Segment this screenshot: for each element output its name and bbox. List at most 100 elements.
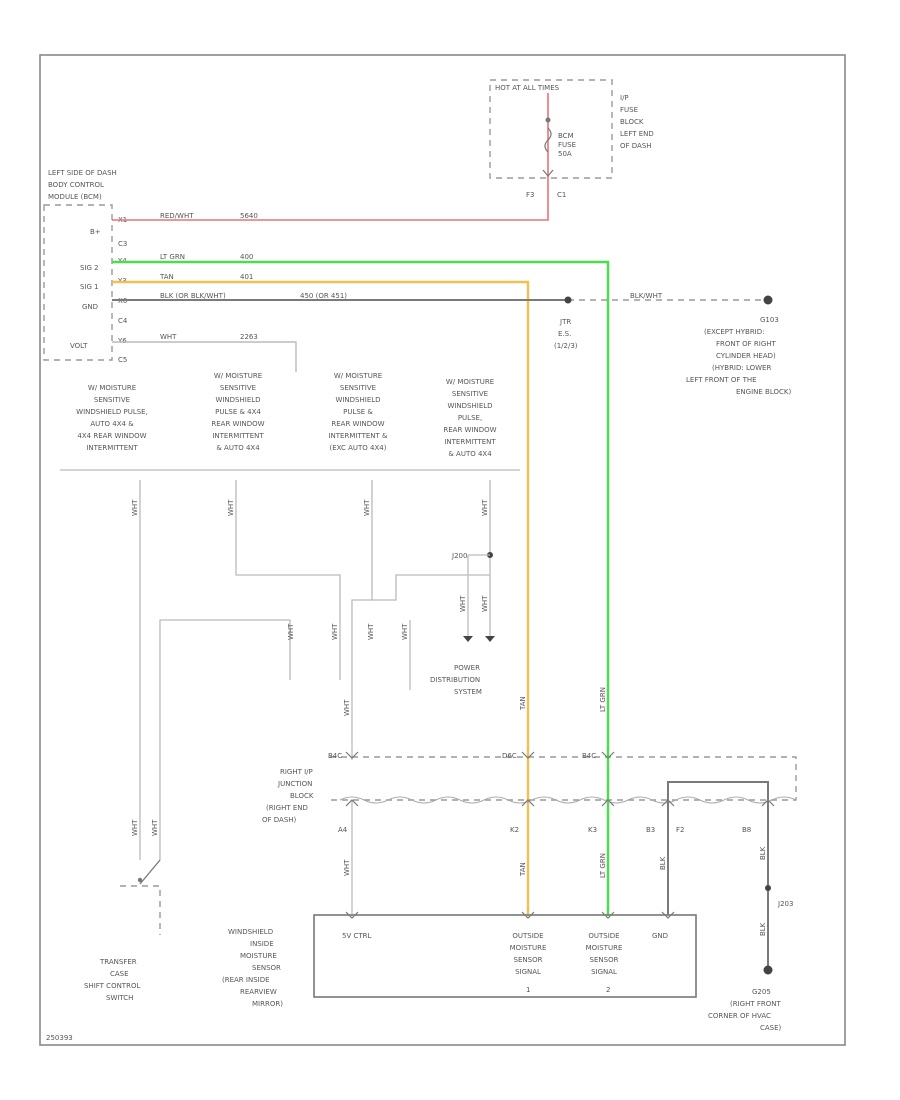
jb-bot-pin-k2: K2	[510, 826, 519, 834]
wire-wht-color: WHT	[160, 333, 177, 341]
g103-6: LEFT FRONT OF THE	[686, 376, 757, 384]
wire-red-circuit: 5640	[240, 212, 258, 220]
vlbl-wht-4: WHT	[481, 499, 489, 516]
bcm-loc-1: LEFT SIDE OF DASH	[48, 169, 117, 177]
fuse-icon	[544, 127, 552, 153]
vlbl-wht-2: WHT	[227, 499, 235, 516]
wire-green-circuit: 400	[240, 253, 253, 261]
g205-2: (RIGHT FRONT	[730, 1000, 781, 1008]
g205-4: CASE)	[760, 1024, 782, 1032]
jb-bot-pin-f2: F2	[676, 826, 684, 834]
vlbl-wht-12: WHT	[131, 819, 139, 836]
vertical-wire-labels: WHT WHT WHT WHT WHT WHT WHT WHT WHT WHT …	[131, 499, 767, 936]
sensor-label-5: (REAR INSIDE	[222, 976, 270, 984]
vlbl-wht-8: WHT	[331, 623, 339, 640]
fuse-block-loc-2: FUSE	[620, 106, 638, 114]
sensor-pin-b-4: SIGNAL	[591, 968, 617, 976]
g103-7: ENGINE BLOCK)	[736, 388, 791, 396]
jb-label-1: RIGHT I/P	[280, 768, 313, 776]
sensor-pin-b-1: OUTSIDE	[588, 932, 619, 940]
fuse-pin-f: F3	[526, 191, 534, 199]
sensor-pin-num-2: 2	[606, 986, 610, 994]
jb-top-pin-2: D6C	[502, 752, 517, 760]
option-4: W/ MOISTURE SENSITIVE WINDSHIELD PULSE, …	[443, 378, 496, 458]
opt3-l4: PULSE &	[343, 408, 373, 416]
wire-blk-circuit: 450 (OR 451)	[300, 292, 347, 300]
opt4-l4: PULSE,	[458, 414, 482, 422]
transfer-4: SWITCH	[106, 994, 133, 1002]
vlbl-blk-3: BLK	[759, 922, 767, 936]
jtr-label-3: (1/2/3)	[554, 342, 578, 350]
bcm-loc-2: BODY CONTROL	[48, 181, 104, 189]
sensor-conn-2-icon	[521, 911, 535, 919]
pds-terminal-1-icon	[463, 636, 473, 642]
sensor-pin-gnd: GND	[652, 932, 668, 940]
opt3-l3: WINDSHIELD	[335, 396, 380, 404]
opt2-l5: REAR WINDOW	[211, 420, 264, 428]
opt1-l1: W/ MOISTURE	[88, 384, 136, 392]
sensor-pin-a-3: SENSOR	[514, 956, 543, 964]
vlbl-wht-9: WHT	[367, 623, 375, 640]
jb-bot-pin-a4: A4	[338, 826, 348, 834]
wire-wht-volt	[112, 341, 297, 372]
vlbl-wht-14: WHT	[343, 859, 351, 876]
g103-1: G103	[760, 316, 779, 324]
sensor-label-4: SENSOR	[252, 964, 281, 972]
bcm-pin-y6: Y6	[117, 337, 127, 345]
fuse-block-loc-3: BLOCK	[620, 118, 644, 126]
fuse-block-loc-4: LEFT END	[620, 130, 654, 138]
vlbl-grn-2: LT GRN	[599, 853, 607, 878]
wire-wht-circuit: 2263	[240, 333, 258, 341]
wht-wire-opt3	[351, 480, 373, 760]
jb-conn-4-icon	[345, 799, 359, 807]
transfer-switch-outline	[120, 885, 161, 935]
wire-blk-color: BLK (OR BLK/WHT)	[160, 292, 226, 300]
option-2: W/ MOISTURE SENSITIVE WINDSHIELD PULSE &…	[211, 372, 264, 452]
bcm-outline	[43, 204, 113, 361]
vlbl-wht-1: WHT	[131, 499, 139, 516]
wire-lt-grn	[112, 260, 610, 915]
wire-green-color: LT GRN	[160, 253, 185, 261]
bcm-pin-name-gnd: GND	[82, 303, 98, 311]
jb-conn-3-icon	[601, 751, 615, 759]
pds-3: SYSTEM	[454, 688, 482, 696]
opt1-l3: WINDSHIELD PULSE,	[76, 408, 148, 416]
sensor-conn-3-icon	[601, 911, 615, 919]
jb-bot-pin-b8: B8	[742, 826, 751, 834]
fuse-name-2: FUSE	[558, 141, 576, 149]
jb-conn-6-icon	[601, 799, 615, 807]
transfer-1: TRANSFER	[99, 958, 137, 966]
bcm-pin-c3: C3	[118, 240, 127, 248]
transfer-case-switch: TRANSFER CASE SHIFT CONTROL SWITCH	[84, 859, 161, 1002]
wire-tan-circuit: 401	[240, 273, 253, 281]
g103-5: (HYBRID: LOWER	[712, 364, 771, 372]
pds-2: DISTRIBUTION	[430, 676, 480, 684]
vlbl-wht-6: WHT	[481, 595, 489, 612]
splice-j200-label: J200	[451, 552, 467, 560]
fuse-block: HOT AT ALL TIMES BCM FUSE 50A I/P FUSE B…	[489, 79, 654, 199]
jb-bot-pin-b3: B3	[646, 826, 655, 834]
diagram-frame	[39, 54, 846, 1046]
splice-j203-label: J203	[777, 900, 793, 908]
opt4-l2: SENSITIVE	[452, 390, 488, 398]
jb-label-4: (RIGHT END	[266, 804, 308, 812]
opt2-l4: PULSE & 4X4	[215, 408, 261, 416]
junction-block: RIGHT I/P JUNCTION BLOCK (RIGHT END OF D…	[262, 751, 797, 834]
fuse-block-header: HOT AT ALL TIMES	[495, 84, 560, 92]
wht-wire-jump	[372, 574, 490, 601]
option-1: W/ MOISTURE SENSITIVE WINDSHIELD PULSE, …	[76, 384, 148, 452]
wire-tan-color: TAN	[159, 273, 174, 281]
fuse-pin-c: C1	[557, 191, 566, 199]
junction-bus-bar	[339, 796, 797, 804]
opt4-l1: W/ MOISTURE	[446, 378, 494, 386]
opt1-l4: AUTO 4X4 &	[90, 420, 134, 428]
vlbl-wht-3: WHT	[363, 499, 371, 516]
diagram-id: 250393	[46, 1034, 73, 1042]
bcm-pin-c5: C5	[118, 356, 127, 364]
wire-red-color: RED/WHT	[160, 212, 194, 220]
fuse-block-loc-1: I/P	[620, 94, 629, 102]
bcm-pin-c4: C4	[118, 317, 128, 325]
vlbl-blk-1: BLK	[659, 856, 667, 870]
sensor-box	[313, 914, 697, 998]
bcm-module: LEFT SIDE OF DASH BODY CONTROL MODULE (B…	[43, 169, 128, 364]
